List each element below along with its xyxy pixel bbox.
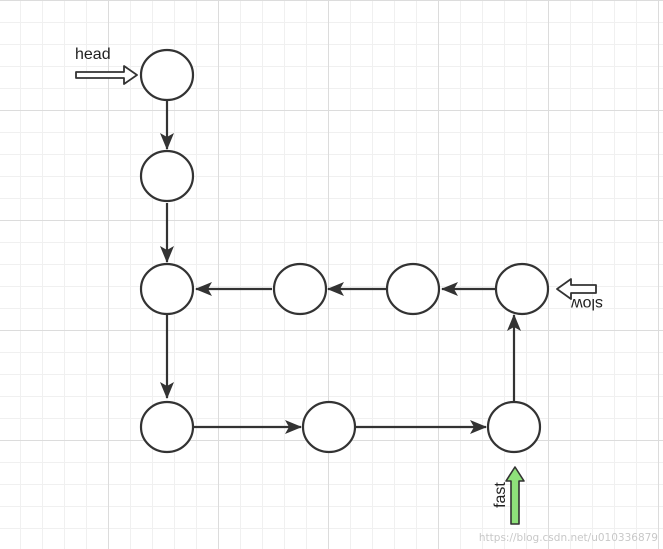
list-node xyxy=(139,262,195,316)
list-node xyxy=(494,262,550,316)
list-node xyxy=(139,400,195,454)
list-node xyxy=(139,149,195,203)
fast-pointer-arrow xyxy=(505,466,525,525)
watermark: https://blog.csdn.net/u010336879 xyxy=(479,532,658,544)
head-label: head xyxy=(75,46,111,63)
list-node xyxy=(301,400,357,454)
nodes xyxy=(139,48,550,454)
edges xyxy=(160,101,521,434)
slow-pointer-arrow xyxy=(556,278,597,300)
list-node xyxy=(139,48,195,102)
list-node xyxy=(272,262,328,316)
list-node xyxy=(486,400,542,454)
list-node xyxy=(385,262,441,316)
slow-label: slow xyxy=(571,295,603,312)
fast-label: fast xyxy=(492,482,509,508)
head-pointer-arrow xyxy=(75,65,138,85)
